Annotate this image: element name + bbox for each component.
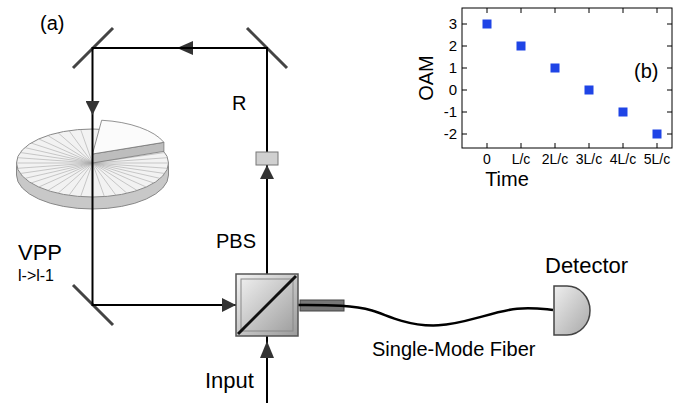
beam-label: Input: [205, 368, 254, 393]
tick-mark: [487, 143, 488, 148]
facet-line: [31, 143, 92, 163]
facet-line: [93, 163, 116, 195]
tick-mark: [487, 8, 488, 13]
plot-ticks: [462, 8, 672, 148]
facet-line: [93, 163, 169, 164]
facet-line: [31, 163, 92, 183]
axis-title: OAM: [415, 55, 438, 101]
tick-label: 1: [449, 59, 457, 76]
tick-label: 3L/c: [576, 151, 602, 167]
retarder: R: [256, 152, 278, 165]
tick-label: 2: [449, 37, 457, 54]
tick-mark: [623, 143, 624, 148]
facet-line: [48, 135, 93, 163]
step-top: [93, 120, 164, 154]
tick-mark: [667, 24, 672, 25]
tick-mark: [667, 134, 672, 135]
data-point: [585, 86, 594, 95]
tick-mark: [555, 143, 556, 148]
component-label: VPP: [18, 240, 62, 265]
data-point: [551, 64, 560, 73]
tick-mark: [521, 143, 522, 148]
tick-mark: [667, 68, 672, 69]
tick-mark: [462, 112, 467, 113]
facet-line: [93, 163, 147, 187]
node-shape: [553, 285, 591, 336]
tick-mark: [462, 90, 467, 91]
tick-mark: [667, 112, 672, 113]
tick-label: -1: [444, 103, 457, 120]
panel-label: (b): [634, 60, 658, 83]
facet-line: [48, 163, 93, 191]
tick-mark: [657, 143, 658, 148]
data-point: [619, 108, 628, 117]
component-label: PBS: [216, 230, 256, 253]
facet-line: [20, 152, 92, 163]
facet-line: [39, 139, 93, 163]
cube-face: [236, 274, 298, 336]
tick-mark: [589, 8, 590, 13]
facet-line: [69, 131, 92, 163]
fiber-label: Single-Mode Fiber: [372, 338, 535, 361]
tick-mark: [589, 143, 590, 148]
data-point: [517, 42, 526, 51]
axis-title: Time: [485, 168, 529, 191]
component-label: l->l-1: [18, 267, 54, 285]
facet-line: [93, 163, 138, 191]
beam-splitter: PBS: [236, 274, 298, 336]
laser-beam: [93, 290, 237, 305]
tick-label: 5L/c: [644, 151, 670, 167]
laser-beam: [266, 165, 268, 274]
beam-arrow: [260, 341, 274, 358]
tick-mark: [462, 24, 467, 25]
tick-label: 2L/c: [542, 151, 568, 167]
tick-label: 3: [449, 15, 457, 32]
tick-mark: [521, 8, 522, 13]
facet-line: [93, 163, 154, 183]
facet-line: [93, 163, 165, 174]
data-point: [653, 130, 662, 139]
beam: [92, 115, 94, 290]
tick-label: -2: [444, 125, 457, 142]
detector-body: [554, 286, 590, 335]
facet-line: [17, 163, 92, 168]
tick-mark: [667, 90, 672, 91]
tick-label: 4L/c: [610, 151, 636, 167]
facet-line: [17, 163, 93, 164]
vortex-phase-plate: VPP l->l-1: [10, 115, 175, 290]
tick-label: 0: [483, 151, 491, 167]
data-point: [483, 20, 492, 29]
node-shape: [236, 274, 298, 336]
facet-line: [81, 129, 93, 163]
detector: Detector: [553, 285, 591, 336]
panel-label: (a): [40, 12, 64, 35]
facet-line: [25, 148, 93, 163]
tick-mark: [462, 134, 467, 135]
splitter-diagonal: [238, 276, 296, 334]
optical-fiber: [298, 305, 553, 325]
tick-mark: [667, 46, 672, 47]
facet-line: [93, 163, 105, 197]
plot-frame: [462, 8, 672, 148]
tick-label: 0: [449, 81, 457, 98]
tick-mark: [462, 46, 467, 47]
retarder-plate: [256, 152, 278, 165]
facet-line: [93, 163, 161, 178]
tick-mark: [623, 8, 624, 13]
component-label: R: [232, 92, 246, 115]
facet-line: [20, 163, 92, 174]
tick-mark: [657, 8, 658, 13]
tick-mark: [462, 68, 467, 69]
tick-mark: [555, 8, 556, 13]
component-label: Detector: [545, 253, 628, 278]
node-shape: [256, 152, 278, 165]
tick-label: L/c: [512, 151, 531, 167]
